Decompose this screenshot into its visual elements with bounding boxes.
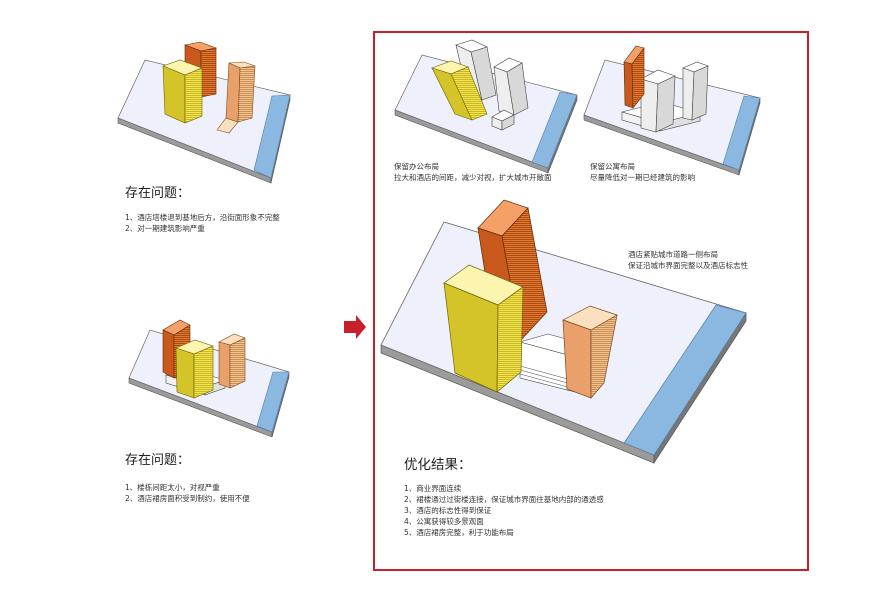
list-item: 2、酒店裙房面积受到制约，使用不便 — [125, 494, 250, 503]
list-item: 1、酒店塔楼退到基地后方，沿街面形象不完整 — [125, 213, 280, 222]
main-note: 酒店紧贴城市道路一侧布局 保证沿城市界面完整以及酒店标志性 — [628, 249, 748, 271]
option-a-desc: 拉大和酒店的间距，减少对视，扩大城市开敞面 — [394, 173, 552, 182]
option-b-desc: 尽量降低对一期已经建筑的影响 — [590, 173, 695, 182]
list-item: 4、公寓获得较多景观面 — [404, 517, 484, 526]
option-b-title: 保留公寓布局 — [590, 162, 635, 171]
list-item: 2、裙楼通过过街楼连接，保证城市界面往基地内部的通透感 — [404, 495, 604, 504]
left-bottom-heading: 存在问题： — [125, 453, 191, 468]
left-bottom-list: 1、楼栋间距太小，对视严重 2、酒店裙房面积受到制约，使用不便 — [125, 482, 250, 504]
main-note-line1: 酒店紧贴城市道路一侧布局 — [628, 250, 718, 259]
diagram-optimized — [380, 199, 747, 465]
diagram-option-a — [394, 39, 578, 174]
optimized-frame — [373, 31, 809, 571]
list-item: 5、酒店裙房完整，利于功能布局 — [404, 528, 514, 537]
diagram-left-bottom — [128, 319, 290, 438]
list-item: 1、楼栋间距太小，对视严重 — [125, 483, 220, 492]
diagram-left-top — [117, 41, 291, 184]
list-item: 2、对一期建筑影响严重 — [125, 224, 205, 233]
left-top-heading: 存在问题： — [125, 186, 191, 201]
option-a-title: 保留办公布局 — [394, 162, 439, 171]
option-a-caption: 保留办公布局 拉大和酒店的间距，减少对视，扩大城市开敞面 — [394, 161, 552, 183]
result-list: 1、商业界面连续 2、裙楼通过过街楼连接，保证城市界面往基地内部的通透感 3、酒… — [404, 483, 604, 538]
arrow-right-icon — [344, 315, 366, 339]
left-top-list: 1、酒店塔楼退到基地后方，沿街面形象不完整 2、对一期建筑影响严重 — [125, 212, 280, 234]
list-item: 1、商业界面连续 — [404, 484, 462, 493]
result-heading: 优化结果： — [404, 457, 472, 473]
main-note-line2: 保证沿城市界面完整以及酒店标志性 — [628, 261, 748, 270]
option-b-caption: 保留公寓布局 尽量降低对一期已经建筑的影响 — [590, 161, 695, 183]
diagram-option-b — [583, 45, 761, 176]
list-item: 3、酒店的标志性得到保证 — [404, 506, 492, 515]
